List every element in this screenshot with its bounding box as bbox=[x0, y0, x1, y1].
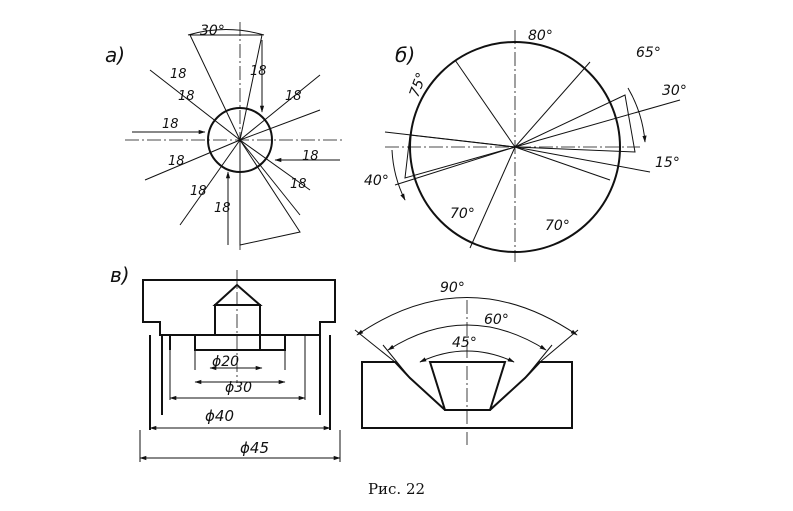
radial-line bbox=[394, 146, 516, 186]
dim-label: 18 bbox=[170, 67, 187, 82]
view-a: а) 30° 18 18 18 18 18 18 18 18 18 18 bbox=[105, 22, 345, 250]
view-a-label: а) bbox=[105, 43, 125, 67]
angle-label: 80° bbox=[528, 28, 553, 44]
bottom-hatched-sector bbox=[239, 138, 301, 246]
angle-label: 45° bbox=[452, 335, 477, 351]
radial-line bbox=[384, 131, 516, 148]
pin-tip bbox=[212, 283, 263, 306]
dim-label: 18 bbox=[214, 201, 231, 216]
dim-label: 18 bbox=[162, 117, 179, 132]
angle-arc bbox=[387, 324, 547, 351]
diameter-label: ϕ40 bbox=[205, 407, 234, 425]
diameter-label: ϕ30 bbox=[225, 380, 252, 396]
angle-arc bbox=[419, 350, 515, 363]
extension-line bbox=[539, 329, 579, 363]
dim-label: 18 bbox=[302, 149, 319, 164]
angle-arc bbox=[627, 87, 647, 143]
angle-arc bbox=[391, 149, 406, 201]
radial-line bbox=[469, 146, 516, 249]
dim-label: 18 bbox=[168, 154, 185, 169]
pin-shoulder bbox=[194, 334, 286, 351]
leader-line bbox=[239, 139, 311, 191]
angle-label: 75° bbox=[407, 71, 431, 100]
radial-line bbox=[514, 99, 681, 148]
angle-label: 40° bbox=[364, 173, 389, 189]
figure-caption: Рис. 22 bbox=[367, 480, 426, 498]
left-hatched-wedge bbox=[404, 134, 516, 179]
view-v-section: в) ϕ20 ϕ30 ϕ40 ϕ45 bbox=[110, 263, 341, 462]
radial-line bbox=[514, 146, 651, 173]
groove bbox=[428, 361, 507, 411]
angle-label: 60° bbox=[484, 312, 509, 328]
diameter-label: ϕ45 bbox=[240, 439, 269, 457]
angle-arc bbox=[187, 29, 265, 36]
angle-label: 90° bbox=[440, 280, 465, 296]
extension-line bbox=[354, 329, 396, 363]
leader-line bbox=[179, 139, 241, 226]
leader-line bbox=[239, 139, 301, 216]
angle-label: 15° bbox=[655, 155, 680, 171]
angle-label: 65° bbox=[636, 45, 661, 61]
body-walls bbox=[149, 335, 331, 430]
leader-line bbox=[239, 74, 321, 141]
dim-label: 18 bbox=[178, 89, 195, 104]
view-v-label: в) bbox=[110, 263, 130, 287]
view-b: б) 80° 65° 75° 30° 40° 15° 70° 70° bbox=[364, 28, 687, 262]
view-b-label: б) bbox=[395, 43, 415, 67]
leader-line bbox=[144, 139, 241, 181]
angle-label: 70° bbox=[450, 206, 475, 222]
right-hatched-wedge bbox=[514, 94, 636, 153]
hatched-body bbox=[142, 279, 336, 351]
radial-line bbox=[514, 146, 611, 181]
dim-label: 18 bbox=[285, 89, 302, 104]
radial-line bbox=[454, 59, 516, 148]
angle-arc bbox=[356, 297, 578, 336]
radial-line bbox=[514, 61, 591, 148]
pin bbox=[214, 304, 261, 336]
extension-line bbox=[524, 344, 553, 379]
diameter-label: ϕ20 bbox=[212, 354, 239, 370]
view-v-groove: 90° 60° 45° bbox=[354, 280, 579, 445]
leader-line bbox=[149, 69, 241, 141]
dim-label: 18 bbox=[290, 177, 307, 192]
leader-line bbox=[239, 109, 321, 141]
angle-label: 30° bbox=[200, 23, 225, 39]
top-hatched-sector bbox=[189, 34, 263, 142]
dim-label: 18 bbox=[250, 64, 267, 79]
angle-label: 70° bbox=[545, 218, 570, 234]
dim-label: 18 bbox=[190, 184, 207, 199]
angle-label: 30° bbox=[662, 83, 687, 99]
extension-line bbox=[382, 344, 411, 379]
